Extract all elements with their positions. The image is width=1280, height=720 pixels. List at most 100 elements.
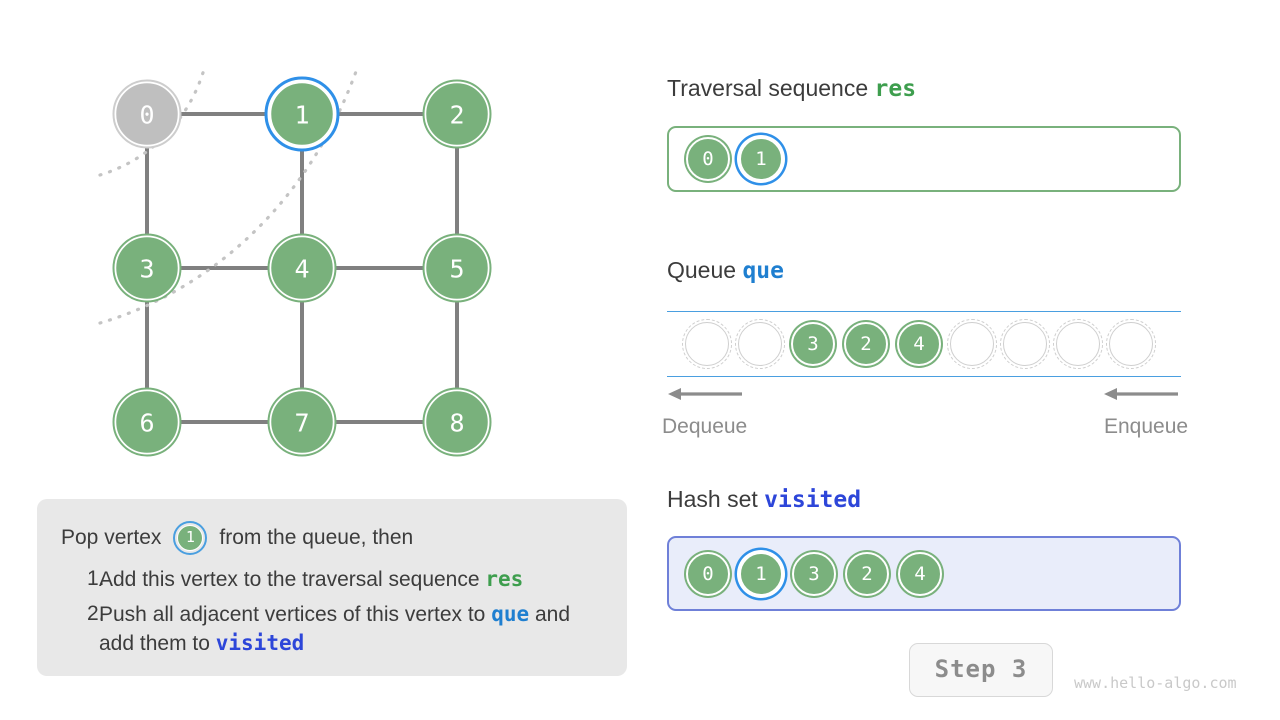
graph-node-8-label: 8 bbox=[449, 409, 464, 438]
graph-node-1-label: 1 bbox=[294, 101, 309, 130]
queue-slot-2[interactable]: 3 bbox=[791, 322, 835, 366]
queue-slot-0-dash bbox=[682, 319, 732, 369]
step-2-text: Push all adjacent vertices of this verte… bbox=[99, 600, 603, 658]
explanation-step-1: 1. Add this vertex to the traversal sequ… bbox=[61, 565, 603, 594]
enqueue-label: Enqueue bbox=[1104, 415, 1189, 438]
explanation-lead-after: from the queue, then bbox=[219, 526, 414, 549]
queue-slot-4[interactable]: 4 bbox=[897, 322, 941, 366]
res-item-1[interactable]: 1 bbox=[739, 137, 783, 181]
dequeue-label: Dequeue bbox=[662, 415, 748, 438]
graph-node-1[interactable]: 1 bbox=[264, 76, 340, 152]
state-panel: Traversal sequence res 0 1 Queue que 3 2… bbox=[662, 0, 1280, 720]
step-1-plain: Add this vertex to the traversal sequenc… bbox=[99, 568, 486, 591]
graph-node-0-label: 0 bbox=[139, 101, 154, 130]
graph-panel: 0 1 2 3 bbox=[0, 0, 640, 490]
visited-item-2-label: 3 bbox=[792, 551, 836, 596]
explanation-box: Pop vertex 1 from the queue, then 1. Add… bbox=[37, 499, 627, 676]
queue-arrow-row bbox=[666, 386, 1280, 402]
visited-item-1[interactable]: 1 bbox=[739, 551, 783, 596]
queue-slot-8-dash bbox=[1106, 319, 1156, 369]
graph-node-4[interactable]: 4 bbox=[267, 233, 337, 303]
visited-title-code: visited bbox=[764, 487, 862, 513]
visited-title-plain: Hash set bbox=[667, 486, 765, 512]
graph-nodes: 0 1 2 3 bbox=[112, 76, 492, 457]
queue-section-title: Queue que bbox=[667, 257, 784, 284]
queue-slot-5-dash bbox=[947, 319, 997, 369]
queue-slot-5[interactable] bbox=[947, 319, 997, 369]
queue-title-plain: Queue bbox=[667, 257, 743, 283]
explanation-lead: Pop vertex 1 from the queue, then bbox=[61, 517, 603, 559]
queue-slot-3-label: 2 bbox=[844, 322, 888, 366]
graph-node-3-label: 3 bbox=[139, 255, 154, 284]
queue-slot-1[interactable] bbox=[735, 319, 785, 369]
res-item-0-label: 0 bbox=[686, 137, 730, 181]
visited-item-0-label: 0 bbox=[686, 551, 730, 596]
queue-slot-6[interactable] bbox=[1000, 319, 1050, 369]
queue-slot-6-dash bbox=[1000, 319, 1050, 369]
queue-slot-4-label: 4 bbox=[897, 322, 941, 366]
res-title-code: res bbox=[874, 76, 917, 102]
step-1-code-res: res bbox=[485, 567, 524, 591]
graph-node-3[interactable]: 3 bbox=[112, 233, 182, 303]
visited-item-2[interactable]: 3 bbox=[792, 551, 836, 596]
queue-slot-1-dash bbox=[735, 319, 785, 369]
queue-slot-7[interactable] bbox=[1053, 319, 1103, 369]
res-item-0[interactable]: 0 bbox=[686, 137, 730, 181]
visited-item-3[interactable]: 2 bbox=[845, 551, 889, 596]
visited-box: 0 1 3 2 4 bbox=[667, 536, 1181, 611]
explanation-lead-before: Pop vertex bbox=[61, 526, 162, 549]
enqueue-arrow-icon bbox=[1104, 388, 1178, 400]
step-2-number: 2. bbox=[87, 602, 105, 625]
visited-section-title: Hash set visited bbox=[667, 486, 861, 513]
graph-node-0[interactable]: 0 bbox=[112, 79, 182, 149]
explanation-step-2: 2. Push all adjacent vertices of this ve… bbox=[61, 600, 603, 658]
queue-slot-5-label bbox=[950, 322, 994, 366]
step-2-plain-b: and add them to bbox=[99, 603, 571, 655]
queue-slot-2-label: 3 bbox=[791, 322, 835, 366]
queue-slot-1-label bbox=[738, 322, 782, 366]
visited-item-4-label: 4 bbox=[898, 551, 942, 596]
res-box: 0 1 bbox=[667, 126, 1181, 192]
step-1-text: Add this vertex to the traversal sequenc… bbox=[99, 565, 603, 594]
visited-item-3-label: 2 bbox=[845, 551, 889, 596]
res-section-title: Traversal sequence res bbox=[667, 75, 916, 102]
graph-node-7-label: 7 bbox=[294, 409, 309, 438]
step-2-code-visited: visited bbox=[215, 631, 305, 655]
queue-slot-7-label bbox=[1056, 322, 1100, 366]
graph-node-2-label: 2 bbox=[449, 101, 464, 130]
queue-track: 3 2 4 bbox=[667, 311, 1181, 377]
explanation-steps: 1. Add this vertex to the traversal sequ… bbox=[61, 565, 603, 658]
queue-slot-6-label bbox=[1003, 322, 1047, 366]
step-1-number: 1. bbox=[87, 567, 105, 590]
frontier-curve-upper bbox=[98, 64, 207, 177]
step-2-code-que: que bbox=[491, 602, 530, 626]
res-title-plain: Traversal sequence bbox=[667, 75, 875, 101]
visited-item-0[interactable]: 0 bbox=[686, 551, 730, 596]
queue-slot-8[interactable] bbox=[1106, 319, 1156, 369]
queue-title-code: que bbox=[742, 258, 784, 284]
step-2-plain-a: Push all adjacent vertices of this verte… bbox=[99, 603, 492, 626]
visited-item-4[interactable]: 4 bbox=[898, 551, 942, 596]
graph-node-2[interactable]: 2 bbox=[422, 79, 492, 149]
graph-node-7[interactable]: 7 bbox=[267, 387, 337, 457]
res-item-1-label: 1 bbox=[739, 137, 783, 181]
chip-highlight-ring bbox=[173, 521, 208, 555]
graph-node-6-label: 6 bbox=[139, 409, 154, 438]
dequeue-arrow-icon bbox=[668, 388, 742, 400]
graph-node-4-label: 4 bbox=[294, 255, 309, 284]
explanation-vertex-chip: 1 bbox=[173, 521, 208, 555]
graph-node-5-label: 5 bbox=[449, 255, 464, 284]
graph-node-5[interactable]: 5 bbox=[422, 233, 492, 303]
graph-node-6[interactable]: 6 bbox=[112, 387, 182, 457]
queue-slot-8-label bbox=[1109, 322, 1153, 366]
queue-slot-0[interactable] bbox=[682, 319, 732, 369]
queue-slot-0-label bbox=[685, 322, 729, 366]
watermark: www.hello-algo.com bbox=[1074, 674, 1237, 692]
graph-canvas: 0 1 2 3 bbox=[98, 64, 492, 457]
graph-node-8[interactable]: 8 bbox=[422, 387, 492, 457]
step-badge: Step 3 bbox=[909, 643, 1053, 697]
queue-slot-7-dash bbox=[1053, 319, 1103, 369]
visited-item-1-label: 1 bbox=[739, 551, 783, 596]
chip-label: 1 bbox=[177, 525, 204, 551]
queue-slot-3[interactable]: 2 bbox=[844, 322, 888, 366]
